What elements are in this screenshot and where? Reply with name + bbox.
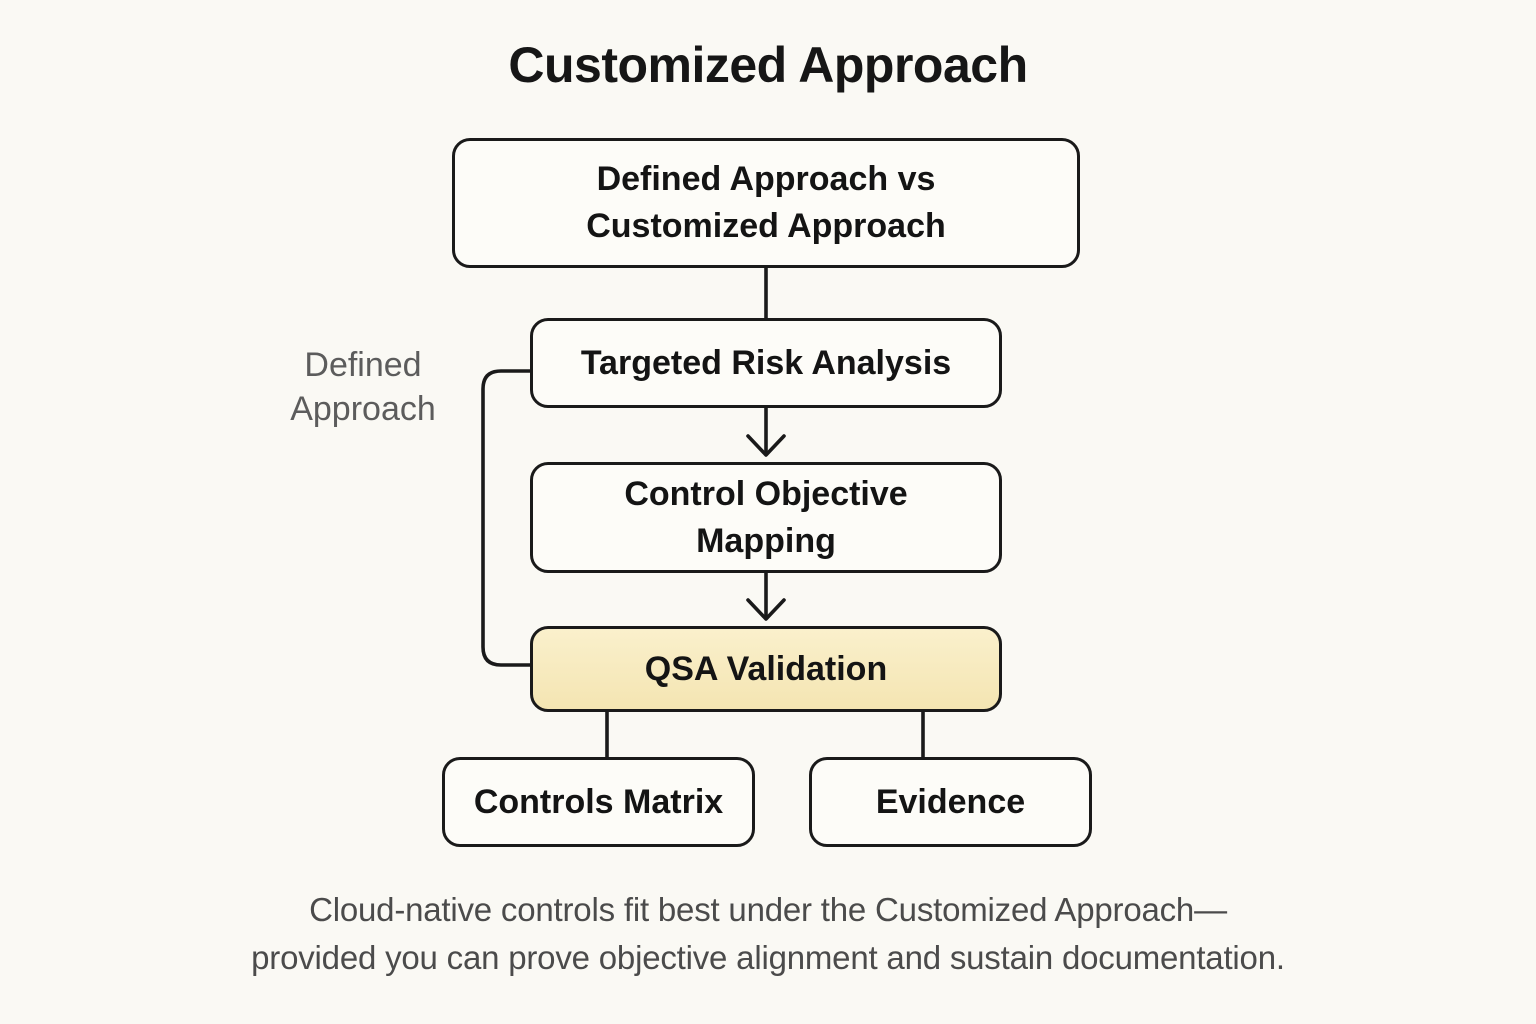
node-control-objective-mapping: Control Objective Mapping xyxy=(530,462,1002,573)
node-evidence: Evidence xyxy=(809,757,1092,847)
arrowhead-icon xyxy=(746,598,786,621)
page-title: Customized Approach xyxy=(508,37,1028,93)
node-qsa-validation: QSA Validation xyxy=(530,626,1002,712)
edge-defined-approach-bypass xyxy=(481,369,532,667)
defined-approach-branch-label: Defined Approach xyxy=(290,346,436,428)
node-controls-matrix: Controls Matrix xyxy=(442,757,755,847)
footer-caption: Cloud-native controls fit best under the… xyxy=(251,891,1285,976)
node-defined-vs-customized: Defined Approach vs Customized Approach xyxy=(452,138,1080,268)
arrowhead-icon xyxy=(746,434,786,457)
node-targeted-risk-analysis: Targeted Risk Analysis xyxy=(530,318,1002,408)
